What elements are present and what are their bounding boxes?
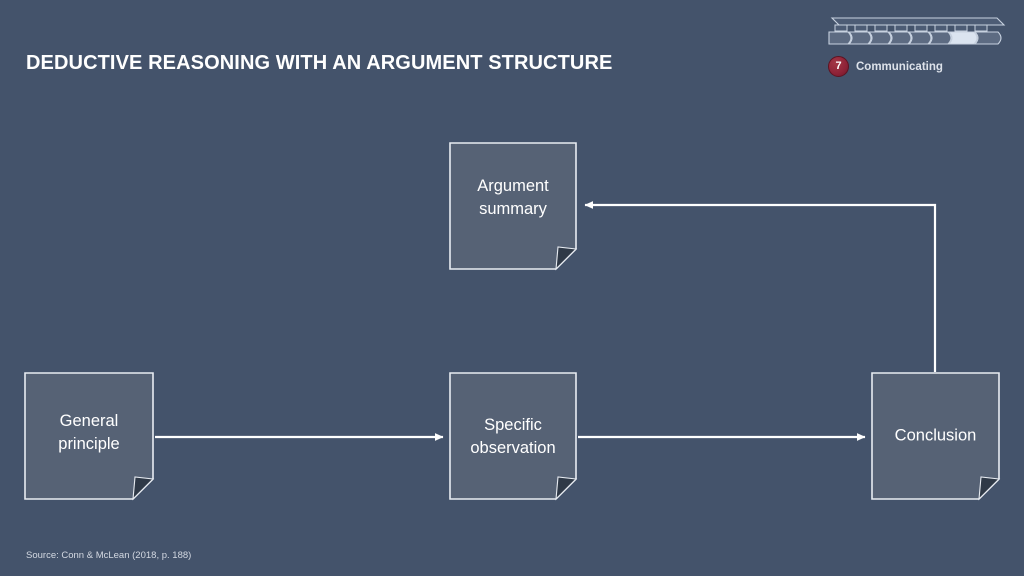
chapter-name-label: Communicating (856, 60, 943, 73)
chapter-progress-icon (828, 17, 1006, 45)
note-shape-icon (24, 372, 155, 501)
node-conclusion[interactable]: Conclusion (871, 372, 1001, 501)
chapter-number-badge: 7 (828, 56, 849, 77)
node-label: Specific observation (470, 416, 556, 458)
node-argument-summary[interactable]: Argument summary (449, 142, 578, 271)
node-label: General principle (58, 412, 120, 454)
chapter-mark (826, 16, 1010, 78)
edge-conclusion-to-argument (584, 201, 937, 372)
node-label: Conclusion (894, 426, 977, 445)
chapter-label-row: 7 Communicating (828, 56, 943, 77)
note-shape-icon (871, 372, 1001, 501)
node-specific-observation[interactable]: Specific observation (449, 372, 578, 501)
page-title: DEDUCTIVE REASONING WITH AN ARGUMENT STR… (26, 52, 613, 74)
source-citation: Source: Conn & McLean (2018, p. 188) (26, 550, 192, 561)
note-shape-icon (449, 372, 578, 501)
node-general-principle[interactable]: General principle (24, 372, 155, 501)
note-shape-icon (449, 142, 578, 271)
node-label: Argument summary (477, 177, 549, 219)
